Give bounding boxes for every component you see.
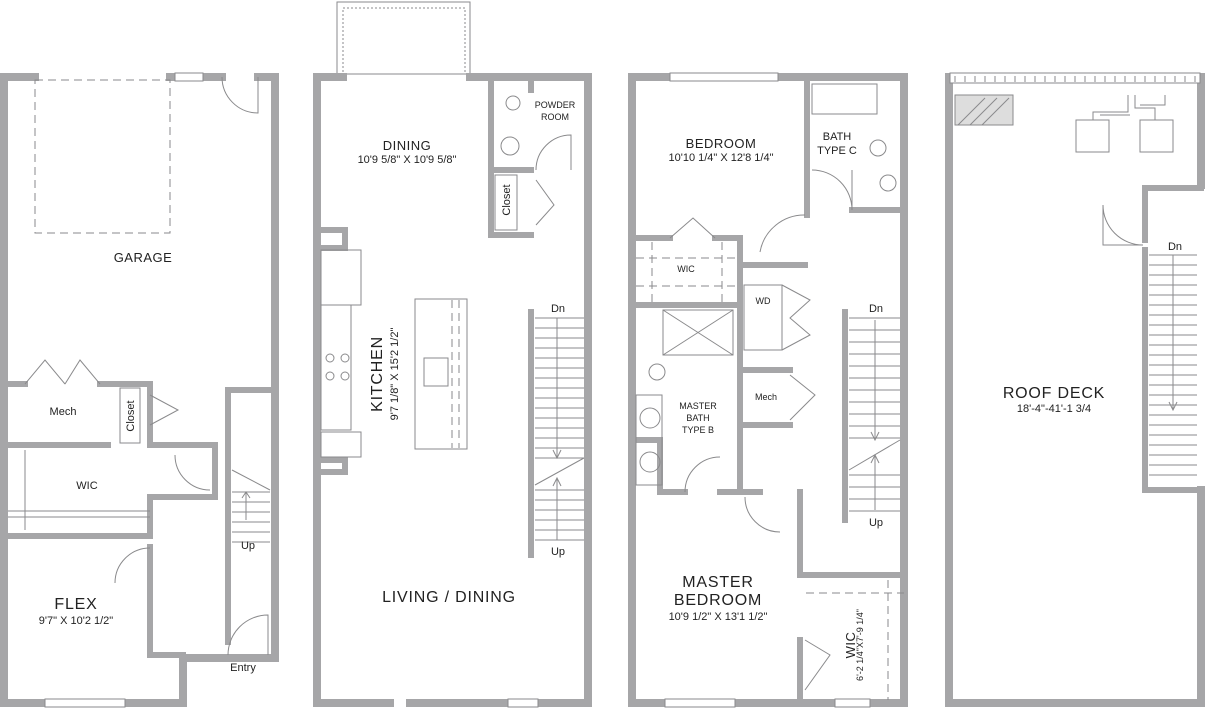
stairs-down-label: Dn (1168, 241, 1182, 253)
floor-plan-level-2: DINING 10'9 5/8" X 10'9 5/8" POWDER ROOM… (313, 1, 592, 708)
master-bedroom-dimensions: 10'9 1/2" X 13'1 1/2" (669, 611, 768, 623)
bath-c-label-1: BATH (823, 131, 852, 143)
bedroom-label: BEDROOM (686, 136, 757, 151)
closet-label: Closet (125, 400, 137, 431)
flex-dimensions: 9'7" X 10'2 1/2" (39, 615, 113, 627)
master-bath-label-3: TYPE B (682, 425, 714, 435)
mech-label: Mech (50, 406, 77, 418)
closet-label: Closet (501, 184, 513, 215)
living-dining-label: LIVING / DINING (382, 589, 516, 606)
wic-label: WIC (76, 480, 97, 492)
kitchen-dimensions: 9'7 1/8" X 15'2 1/2" (389, 328, 401, 421)
powder-room-label-1: POWDER (535, 100, 576, 110)
roof-deck-dimensions: 18'-4"-41'-1 3/4 (1017, 403, 1091, 415)
washer-dryer-label: WD (756, 296, 771, 306)
roof-deck-label: ROOF DECK (1003, 385, 1105, 402)
stairs-down-label: Dn (551, 303, 565, 315)
kitchen-label: KITCHEN (369, 336, 386, 412)
dining-label: DINING (383, 138, 432, 153)
master-bedroom-label-2: BEDROOM (674, 592, 762, 609)
dining-dimensions: 10'9 5/8" X 10'9 5/8" (358, 154, 457, 166)
master-bath-label-2: BATH (686, 413, 709, 423)
bath-c-label-2: TYPE C (817, 145, 857, 157)
floor-plan-level-4: Dn ROOF DECK 18'-4"-41'-1 3/4 (945, 72, 1205, 707)
flex-label: FLEX (54, 596, 97, 613)
wic-2-dimensions: 6'-2 1/4"X7'-9 1/4" (855, 609, 865, 681)
powder-room-label-2: ROOM (541, 112, 569, 122)
stairs-up-label: Up (551, 546, 565, 558)
wic-2-label: WIC (843, 632, 858, 659)
stairs-down-label: Dn (869, 303, 883, 315)
stairs-up-label: Up (869, 517, 883, 529)
entry-label: Entry (230, 662, 256, 674)
garage-label: GARAGE (114, 250, 173, 265)
floor-plan-level-1: GARAGE Mech Closet WIC FLEX 9'7" X 10'2 … (0, 72, 279, 708)
master-bath-label-1: MASTER (679, 401, 717, 411)
master-bedroom-label-1: MASTER (682, 574, 753, 591)
mech-label: Mech (755, 392, 777, 402)
stairs-up-label: Up (241, 540, 255, 552)
wic-label: WIC (677, 264, 695, 274)
floor-plan-level-3: BEDROOM 10'10 1/4" X 12'8 1/4" BATH TYPE… (628, 72, 908, 708)
bedroom-dimensions: 10'10 1/4" X 12'8 1/4" (669, 152, 774, 164)
